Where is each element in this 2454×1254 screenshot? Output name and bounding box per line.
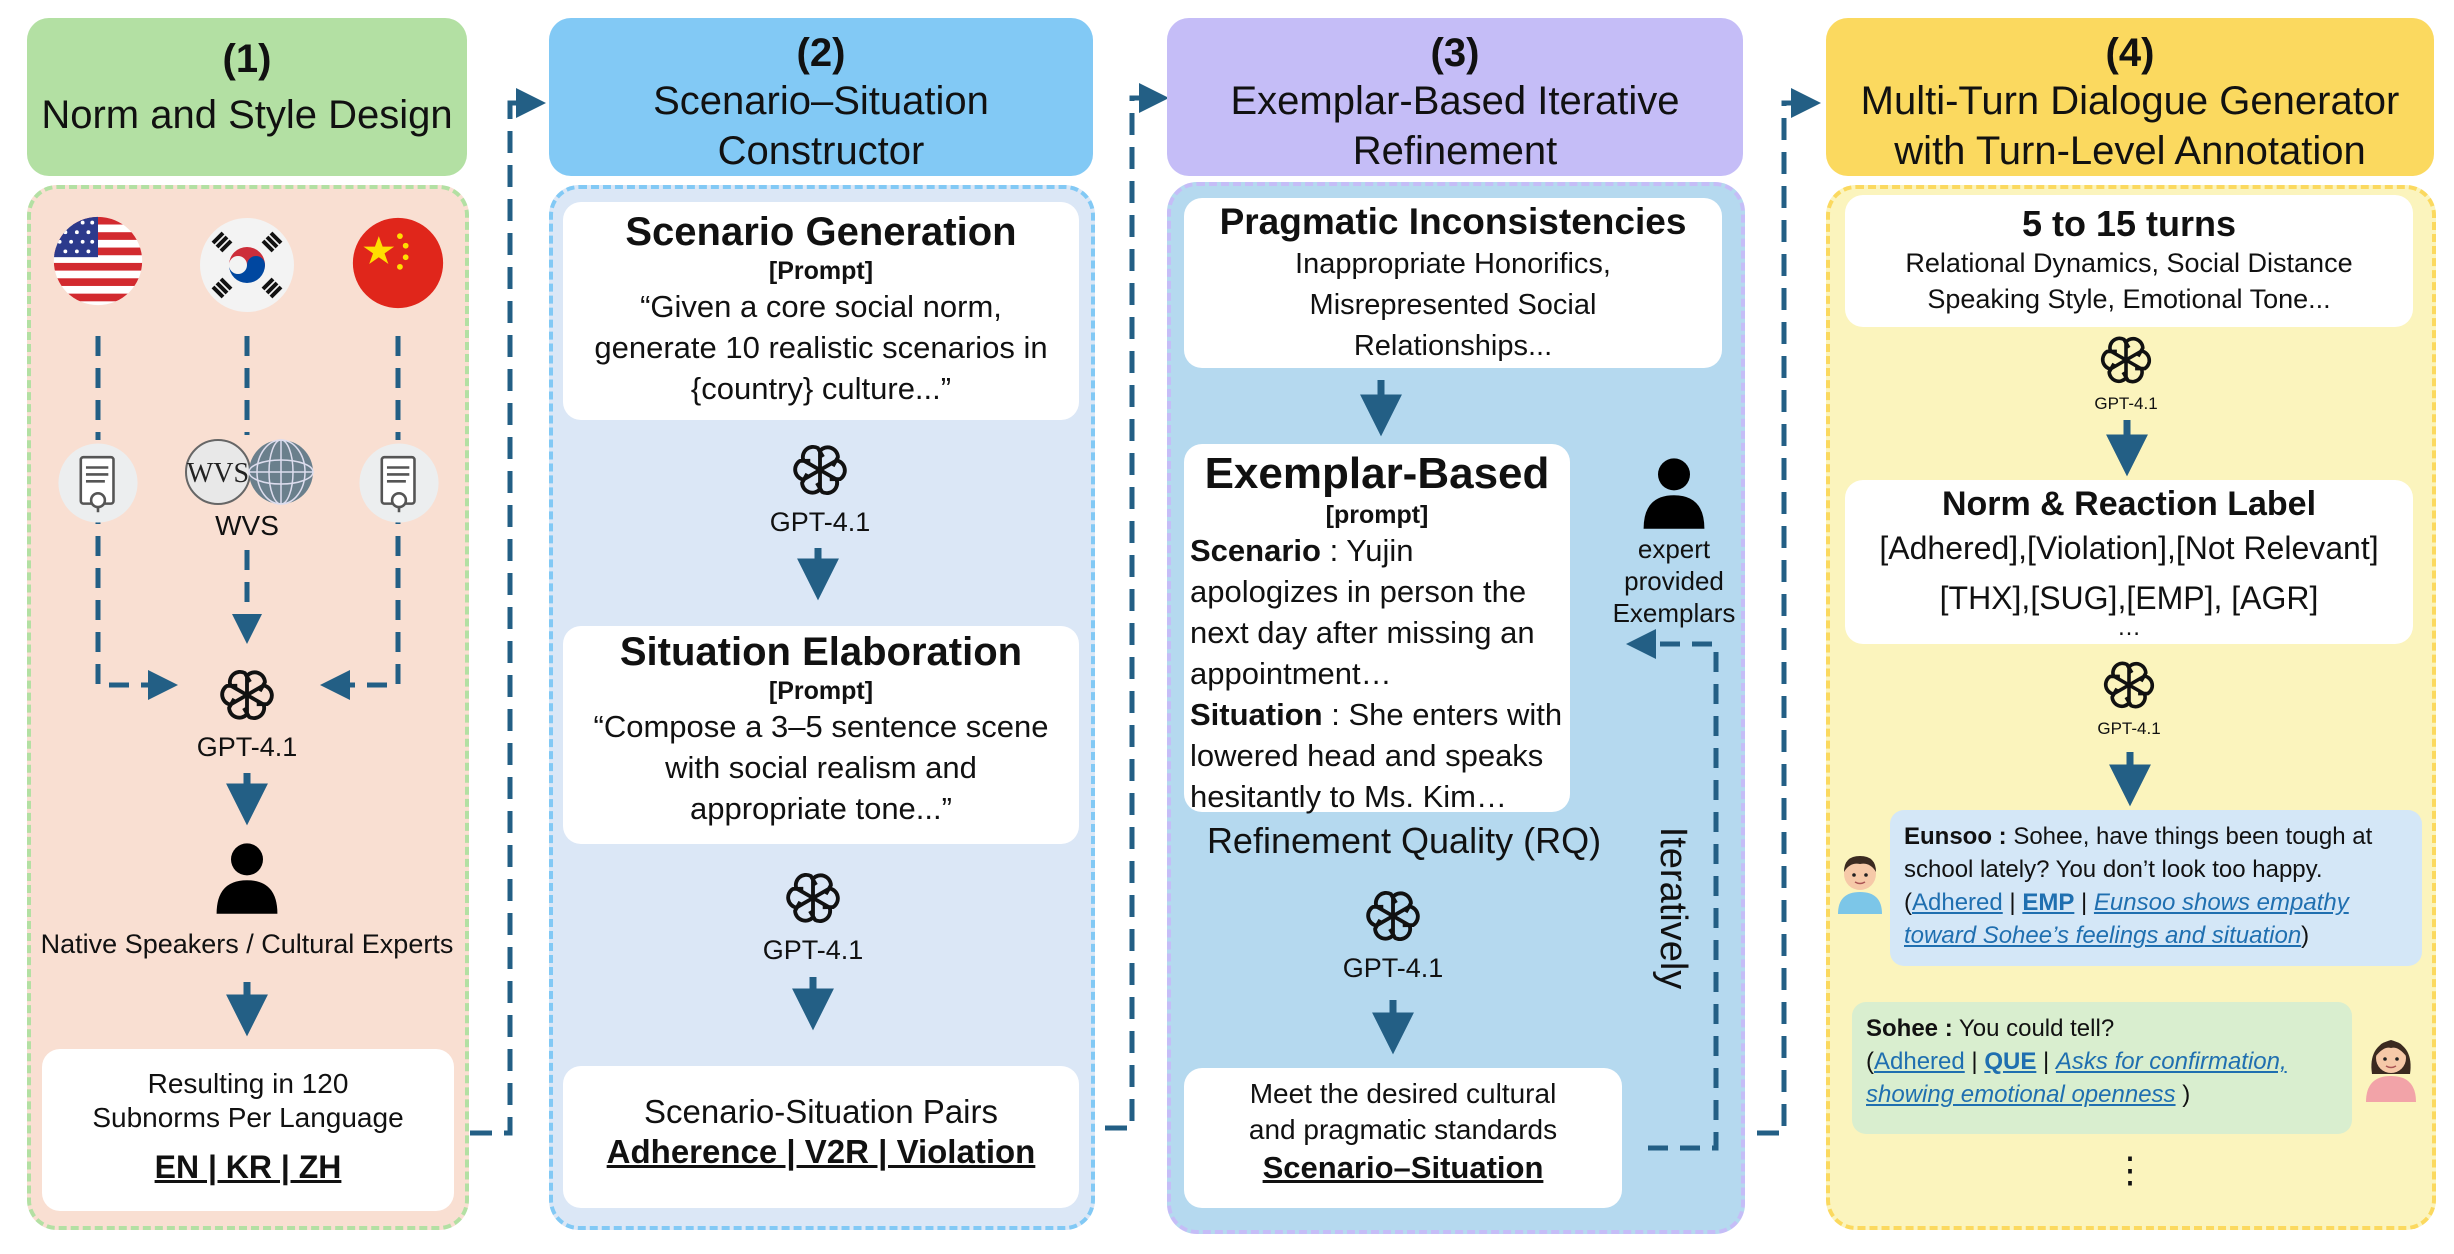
stage2-title-line2: Constructor (717, 129, 925, 173)
gpt-label: GPT-4.1 (762, 935, 864, 965)
svg-text:WVS: WVS (187, 458, 249, 489)
inconsistencies-title: Pragmatic Inconsistencies (1219, 201, 1687, 242)
stage4-title-line1: Multi-Turn Dialogue Generator (1860, 79, 2400, 123)
us-flag-icon (50, 213, 146, 309)
eunsoo-norm-tag[interactable]: Adhered (1912, 889, 2003, 916)
sohee-message: Sohee : You could tell? (Adhered | QUE |… (1852, 1002, 2352, 1134)
eunsoo-text: Sohee, have things been tough at school … (1904, 823, 2373, 883)
experts-label: Native Speakers / Cultural Experts (40, 929, 454, 959)
stage1-number: (1) (222, 37, 272, 81)
scenario-value: : Yujin apologizes in person the next da… (1190, 533, 1535, 691)
gpt-node-6: GPT-4.1 (2049, 655, 2209, 739)
prompt-tag: [Prompt] (768, 257, 874, 285)
exemplar-situation: Situation : She enters with lowered head… (1184, 694, 1570, 817)
stage4-header: (4) Multi-Turn Dialogue Generator with T… (1826, 18, 2434, 176)
inconsistencies-body: Inappropriate Honorifics, Misrepresented… (1295, 248, 1611, 362)
gpt-node-2: GPT-4.1 (740, 438, 900, 538)
stage1-title: Norm and Style Design (41, 93, 453, 137)
result-line2: Subnorms Per Language (92, 1102, 404, 1133)
expert-exemplars-label: expert provided Exemplars (1594, 533, 1754, 629)
scenario-generation-card: Scenario Generation [Prompt] “Given a co… (563, 202, 1079, 420)
stage3-number: (3) (1430, 31, 1480, 75)
exemplar-prompt-tag: [prompt] (1325, 501, 1429, 529)
label-line1: [Adhered],[Violation],[Not Relevant] (1879, 530, 2379, 566)
sohee-text: You could tell? (1952, 1015, 2115, 1042)
eunsoo-note[interactable]: Eunsoo shows empathy toward Sohee’s feel… (1904, 889, 2349, 949)
pairs-card: Scenario-Situation Pairs Adherence | V2R… (563, 1066, 1079, 1208)
wvs-globe-icon: WVS (183, 437, 317, 507)
gpt-label: GPT-4.1 (1342, 953, 1444, 983)
pairs-title: Scenario-Situation Pairs (643, 1093, 998, 1130)
scenario-generation-title: Scenario Generation (625, 210, 1017, 254)
meet-result: Scenario–Situation (1262, 1150, 1544, 1185)
language-codes: EN | KR | ZH (154, 1149, 342, 1185)
gpt-label: GPT-4.1 (2094, 394, 2158, 413)
pragmatic-inconsistencies-card: Pragmatic Inconsistencies Inappropriate … (1184, 198, 1722, 368)
gpt-label: GPT-4.1 (2097, 719, 2161, 738)
eunsoo-name: Eunsoo : (1904, 823, 2007, 850)
scenario-key: Scenario (1190, 533, 1321, 568)
gpt-node-3: GPT-4.1 (733, 866, 893, 966)
label-title: Norm & Reaction Label (1941, 485, 2317, 523)
scenario-prompt-text: “Given a core social norm, generate 10 r… (594, 289, 1048, 406)
sohee-note[interactable]: Asks for confirmation, showing emotional… (1866, 1048, 2287, 1108)
gpt-node-1: GPT-4.1 (167, 663, 327, 763)
sohee-name: Sohee : (1866, 1015, 1953, 1042)
exemplar-based-card: Exemplar-Based [prompt] Scenario : Yujin… (1184, 444, 1570, 814)
situation-key: Situation (1190, 697, 1323, 732)
result-line1: Resulting in 120 (147, 1068, 349, 1099)
korea-flag-icon (197, 215, 297, 315)
stage4-title-line2: with Turn-Level Annotation (1894, 129, 2366, 173)
sohee-norm-tag[interactable]: Adhered (1874, 1048, 1965, 1075)
label-ellipsis: … (2117, 614, 2141, 641)
gpt-node-5: GPT-4.1 (2046, 330, 2206, 414)
norm-reaction-label-card: Norm & Reaction Label [Adhered],[Violati… (1845, 480, 2413, 644)
label-line2: [THX],[SUG],[EMP], [AGR] (1939, 580, 2319, 616)
gpt-label: GPT-4.1 (196, 732, 298, 762)
sohee-reaction-tag[interactable]: QUE (1984, 1048, 2037, 1075)
result-card: Resulting in 120 Subnorms Per Language E… (42, 1049, 454, 1211)
stage3-title-line1: Exemplar-Based Iterative (1230, 79, 1680, 123)
stage2-title-line1: Scenario–Situation (653, 79, 989, 123)
situation-elaboration-title: Situation Elaboration (619, 630, 1023, 674)
eunsoo-reaction-tag[interactable]: EMP (2022, 889, 2075, 916)
eunsoo-message: Eunsoo : Sohee, have things been tough a… (1890, 810, 2422, 966)
expert-line3: Exemplars (1612, 598, 1736, 628)
gpt-node-4: GPT-4.1 (1313, 884, 1473, 984)
stage3-title-line2: Refinement (1352, 129, 1558, 173)
situation-prompt-text: “Compose a 3–5 sentence scene with socia… (593, 709, 1049, 826)
meet-standards-card: Meet the desired cultural and pragmatic … (1184, 1068, 1622, 1208)
stage4-number: (4) (2105, 31, 2155, 75)
stage2-number: (2) (796, 31, 846, 75)
refinement-quality-label: Refinement Quality (RQ) (1206, 820, 1602, 861)
pairs-types: Adherence | V2R | Violation (606, 1133, 1036, 1170)
exemplar-title: Exemplar-Based (1204, 449, 1550, 498)
more-turns-ellipsis: ⋮ (2112, 1149, 2148, 1190)
china-flag-icon (350, 215, 446, 311)
turns-line2: Speaking Style, Emotional Tone... (1927, 284, 2331, 314)
meet-line1: Meet the desired cultural (1249, 1078, 1557, 1109)
situation-elaboration-card: Situation Elaboration [Prompt] “Compose … (563, 626, 1079, 844)
sohee-avatar (2362, 1026, 2420, 1102)
turns-card: 5 to 15 turns Relational Dynamics, Socia… (1845, 195, 2413, 327)
situation-value: : She enters with lowered head and speak… (1190, 697, 1563, 814)
stage1-header: (1) Norm and Style Design (27, 18, 467, 176)
gpt-label: GPT-4.1 (769, 507, 871, 537)
wvs-label: WVS (215, 510, 279, 541)
stage2-header: (2) Scenario–Situation Constructor (549, 18, 1093, 176)
turns-title: 5 to 15 turns (2021, 203, 2237, 244)
expert-line1: expert (1637, 534, 1711, 564)
exemplar-scenario: Scenario : Yujin apologizes in person th… (1184, 530, 1570, 694)
meet-line2: and pragmatic standards (1248, 1114, 1558, 1145)
eunsoo-avatar (1834, 848, 1886, 914)
expert-line2: provided (1624, 566, 1724, 596)
turns-line1: Relational Dynamics, Social Distance (1905, 248, 2353, 278)
prompt-tag: [Prompt] (768, 677, 874, 705)
stage3-header: (3) Exemplar-Based Iterative Refinement (1167, 18, 1743, 176)
